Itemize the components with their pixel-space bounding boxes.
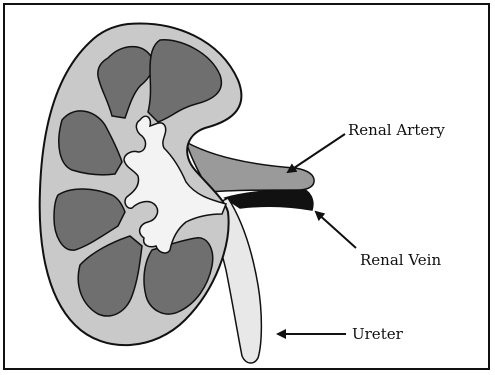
- renal-artery-label: Renal Artery: [348, 121, 445, 139]
- ureter-label: Ureter: [352, 325, 404, 343]
- medulla-lobe: [144, 238, 213, 314]
- renal-vein-label: Renal Vein: [360, 251, 441, 269]
- renal-vein-pointer: [316, 212, 356, 248]
- renal-artery-pointer: [288, 134, 345, 172]
